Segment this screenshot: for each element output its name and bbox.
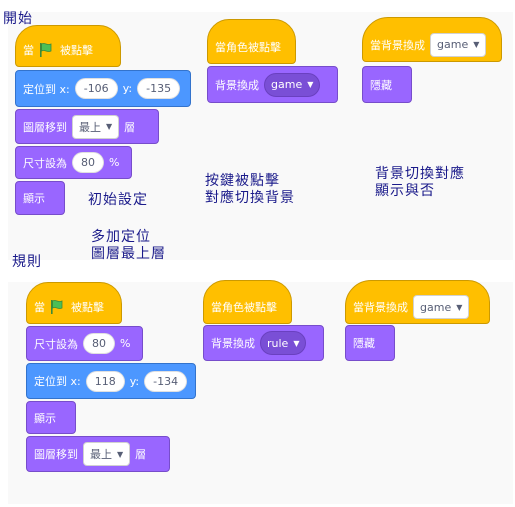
note-extra: 多加定位 圖層最上層	[91, 229, 166, 262]
when-sprite-clicked-label: 當角色被點擊	[215, 40, 281, 54]
backdrop-trigger-value: game	[420, 300, 452, 314]
size-label: 尺寸設為	[23, 156, 67, 170]
size-unit: %	[120, 337, 131, 350]
when-label: 當	[34, 301, 45, 314]
y-input[interactable]: -134	[144, 370, 188, 392]
backdrop-value: rule	[267, 336, 289, 350]
when-sprite-clicked-label: 當角色被點擊	[211, 301, 277, 314]
layer-dropdown[interactable]: 最上 ▼	[83, 442, 131, 466]
when-backdrop-label: 當背景換成	[370, 38, 425, 52]
layer-dropdown[interactable]: 最上 ▼	[72, 114, 120, 139]
go-to-layer-block[interactable]: 圖層移到 最上 ▼ 層	[15, 109, 159, 144]
when-flag-clicked-block[interactable]: 當 被點擊	[15, 25, 121, 67]
backdrop-trigger-dropdown[interactable]: game ▼	[413, 295, 470, 319]
chevron-down-icon: ▼	[473, 40, 480, 49]
note-init: 初始設定	[88, 192, 148, 208]
layer-suffix: 層	[124, 120, 136, 134]
chevron-down-icon: ▼	[307, 80, 314, 89]
backdrop-label: 背景換成	[215, 78, 259, 92]
y-label: y:	[129, 374, 140, 388]
note-backdrop: 背景切換對應 顯示與否	[375, 166, 465, 199]
when-flag-clicked-block[interactable]: 當 被點擊	[26, 282, 122, 324]
show-label: 顯示	[23, 192, 45, 205]
chevron-down-icon: ▼	[106, 122, 113, 131]
go-to-xy-block[interactable]: 定位到 x: 118 y: -134	[26, 363, 196, 399]
size-input[interactable]: 80	[83, 333, 115, 354]
chevron-down-icon: ▼	[117, 449, 124, 459]
when-backdrop-switches-block[interactable]: 當背景換成 game ▼	[345, 280, 490, 324]
x-input[interactable]: -106	[74, 78, 118, 99]
backdrop-trigger-dropdown[interactable]: game ▼	[430, 32, 487, 57]
show-block[interactable]: 顯示	[26, 401, 76, 434]
clicked-label: 被點擊	[71, 301, 104, 314]
size-label: 尺寸設為	[34, 337, 78, 351]
when-sprite-clicked-block[interactable]: 當角色被點擊	[203, 280, 292, 324]
when-backdrop-label: 當背景換成	[353, 301, 408, 314]
backdrop-value: game	[271, 78, 303, 91]
switch-backdrop-block[interactable]: 背景換成 rule ▼	[203, 325, 324, 361]
y-label: y:	[122, 82, 133, 95]
chevron-down-icon: ▼	[293, 338, 300, 348]
size-input[interactable]: 80	[72, 152, 104, 173]
switch-backdrop-block[interactable]: 背景換成 game ▼	[207, 66, 338, 103]
when-sprite-clicked-block[interactable]: 當角色被點擊	[207, 19, 296, 64]
layer-suffix: 層	[135, 448, 147, 461]
go-to-label: 定位到 x:	[34, 375, 81, 388]
green-flag-icon	[40, 43, 52, 57]
layer-value: 最上	[79, 120, 101, 134]
hide-label: 隱藏	[370, 78, 392, 92]
go-to-xy-block[interactable]: 定位到 x: -106 y: -135	[15, 70, 191, 107]
clicked-label: 被點擊	[60, 44, 93, 57]
layer-label: 圖層移到	[34, 448, 78, 461]
backdrop-dropdown[interactable]: game ▼	[264, 72, 321, 97]
layer-label: 圖層移到	[23, 120, 67, 134]
green-flag-icon	[51, 300, 63, 314]
backdrop-label: 背景換成	[211, 337, 255, 350]
x-input[interactable]: 118	[85, 370, 125, 392]
note-button: 按鍵被點擊 對應切換背景	[205, 173, 295, 206]
section-title-start: 開始	[3, 11, 33, 27]
set-size-block[interactable]: 尺寸設為 80 %	[26, 326, 143, 361]
layer-value: 最上	[90, 448, 112, 461]
backdrop-dropdown[interactable]: rule ▼	[260, 331, 307, 355]
when-label: 當	[23, 44, 34, 57]
section-title-rules: 規則	[12, 254, 42, 270]
hide-block[interactable]: 隱藏	[345, 325, 395, 361]
backdrop-trigger-value: game	[437, 38, 469, 51]
y-input[interactable]: -135	[137, 78, 181, 99]
when-backdrop-switches-block[interactable]: 當背景換成 game ▼	[362, 17, 502, 62]
hide-block[interactable]: 隱藏	[362, 66, 412, 103]
go-to-label: 定位到 x:	[23, 82, 70, 96]
hide-label: 隱藏	[353, 337, 375, 350]
show-label: 顯示	[34, 411, 56, 425]
chevron-down-icon: ▼	[456, 302, 463, 312]
go-to-layer-block[interactable]: 圖層移到 最上 ▼ 層	[26, 436, 170, 472]
size-unit: %	[109, 156, 120, 169]
show-block[interactable]: 顯示	[15, 181, 65, 215]
set-size-block[interactable]: 尺寸設為 80 %	[15, 146, 132, 179]
